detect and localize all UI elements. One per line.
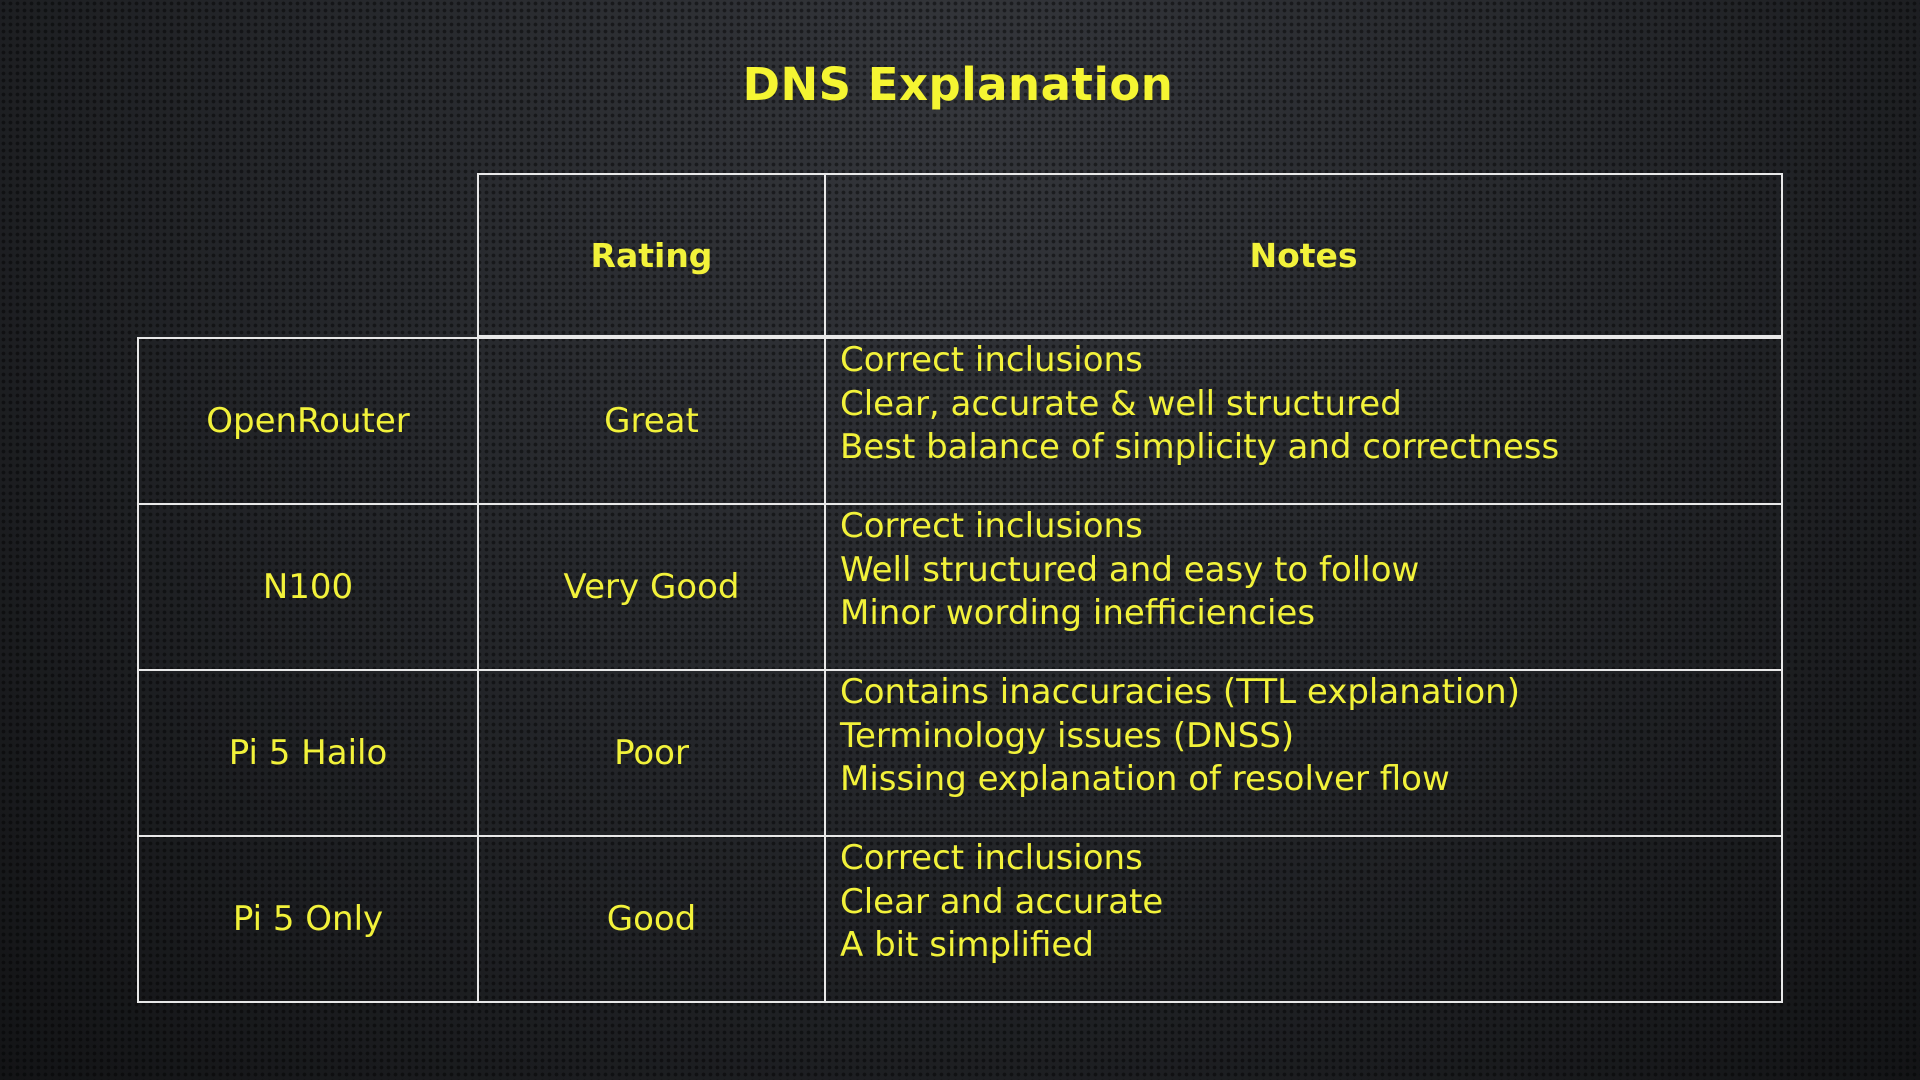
note-line: Correct inclusions <box>840 340 1143 380</box>
slide-title: DNS Explanation <box>742 58 1174 111</box>
rating-value: Great <box>604 401 699 441</box>
note-line: A bit simplified <box>840 925 1094 965</box>
rating-cell: Great <box>477 337 826 505</box>
note-line: Best balance of simplicity and correctne… <box>840 427 1560 467</box>
header-notes: Notes <box>824 173 1783 339</box>
row-name-cell: N100 <box>137 503 479 671</box>
row-name: Pi 5 Only <box>232 899 384 939</box>
header-rating-label: Rating <box>590 235 713 275</box>
note-line: Correct inclusions <box>840 838 1143 878</box>
rating-value: Very Good <box>563 567 740 607</box>
row-name-cell: Pi 5 Only <box>137 835 479 1003</box>
rating-value: Poor <box>614 733 689 773</box>
row-name: OpenRouter <box>206 401 410 441</box>
note-line: Missing explanation of resolver flow <box>840 759 1450 799</box>
note-line: Correct inclusions <box>840 506 1143 546</box>
rating-cell: Very Good <box>477 503 826 671</box>
note-line: Minor wording inefficiencies <box>840 593 1316 633</box>
header-rating: Rating <box>477 173 826 339</box>
note-line: Clear, accurate & well structured <box>840 383 1402 424</box>
notes-cell: Contains inaccuracies (TTL explanation)T… <box>824 669 1783 837</box>
rating-cell: Good <box>477 835 826 1003</box>
row-name: N100 <box>262 567 354 607</box>
note-line: Clear and accurate <box>840 881 1164 922</box>
header-notes-label: Notes <box>1249 235 1358 275</box>
rating-value: Good <box>606 899 697 939</box>
row-name-cell: Pi 5 Hailo <box>137 669 479 837</box>
rating-cell: Poor <box>477 669 826 837</box>
row-name-cell: OpenRouter <box>137 337 479 505</box>
note-line: Terminology issues (DNSS) <box>840 715 1295 756</box>
note-line: Well structured and easy to follow <box>840 549 1420 590</box>
row-name: Pi 5 Hailo <box>228 733 388 773</box>
note-line: Contains inaccuracies (TTL explanation) <box>840 672 1520 712</box>
